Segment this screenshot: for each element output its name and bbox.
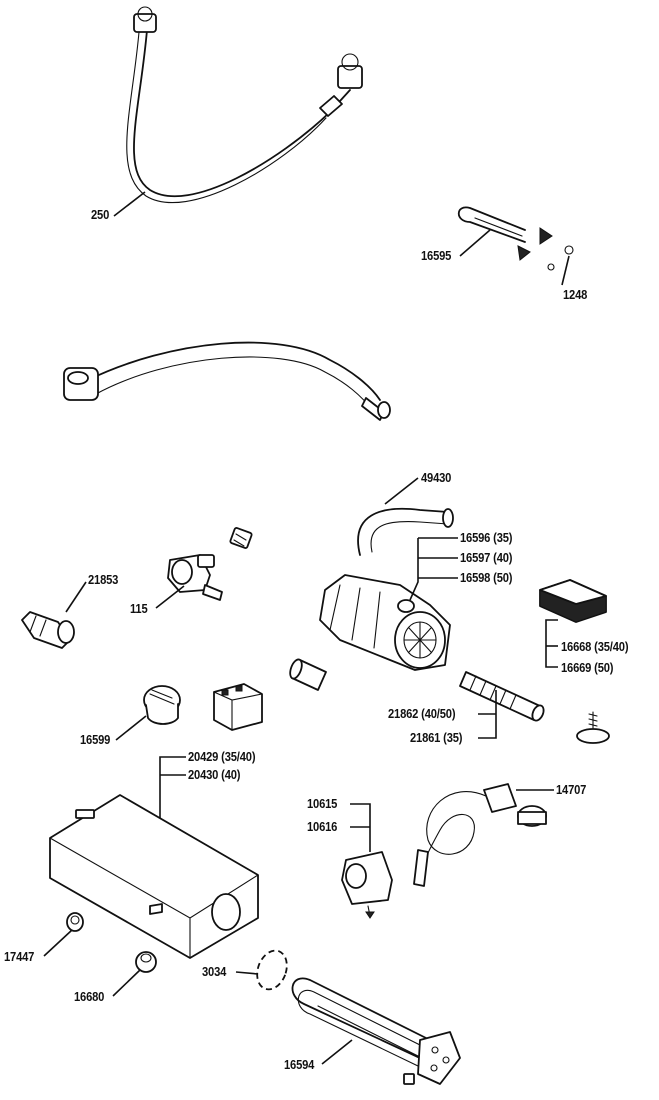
gasket-3034 xyxy=(256,949,288,991)
label-49430: 49430 xyxy=(421,470,452,485)
connector-plug xyxy=(229,527,253,549)
capacitor xyxy=(289,658,327,691)
leader-lines xyxy=(43,191,570,1065)
pressure-switch-10615 xyxy=(341,851,393,919)
label-16596: 16596 (35) xyxy=(460,530,513,545)
label-250: 250 xyxy=(91,207,110,222)
thermostat-14707 xyxy=(413,783,547,887)
label-14707: 14707 xyxy=(556,783,587,797)
thermostat-knob-16599 xyxy=(143,685,181,725)
label-1248: 1248 xyxy=(563,287,588,302)
label-16669: 16669 (50) xyxy=(561,660,614,675)
heater-element-16594 xyxy=(291,977,461,1085)
anode-rod xyxy=(459,671,545,722)
heater-element-16595 xyxy=(457,206,574,271)
label-21861: 21861 (35) xyxy=(410,730,463,745)
label-16594: 16594 xyxy=(284,1057,315,1072)
cap-17447 xyxy=(66,912,84,932)
label-10616: 10616 xyxy=(307,819,338,834)
drain-hose xyxy=(63,341,391,421)
label-3034: 3034 xyxy=(202,964,227,979)
label-16599: 16599 xyxy=(80,732,111,747)
label-16680: 16680 xyxy=(74,989,105,1004)
relay-block xyxy=(213,683,263,731)
label-16598: 16598 (50) xyxy=(460,570,513,585)
label-21853: 21853 xyxy=(88,572,119,587)
water-tank-20429 xyxy=(49,794,259,959)
label-115: 115 xyxy=(130,601,148,616)
filter-pad-16668 xyxy=(539,579,607,623)
pump-hose-49430 xyxy=(357,507,454,556)
drain-pump xyxy=(319,574,451,671)
label-16595: 16595 xyxy=(421,248,452,263)
solenoid-valve-115 xyxy=(167,554,223,601)
hose-connector-21853 xyxy=(21,611,75,649)
label-20429: 20429 (35/40) xyxy=(188,749,256,764)
label-16668: 16668 (35/40) xyxy=(561,639,629,654)
label-16597: 16597 (40) xyxy=(460,550,513,565)
label-10615: 10615 xyxy=(307,796,338,811)
inlet-hose-250 xyxy=(126,6,363,204)
cap-16680 xyxy=(135,951,157,973)
label-20430: 20430 (40) xyxy=(188,767,241,782)
label-21862: 21862 (40/50) xyxy=(388,706,456,721)
adjustable-foot xyxy=(576,711,610,744)
label-17447: 17447 xyxy=(4,949,35,964)
